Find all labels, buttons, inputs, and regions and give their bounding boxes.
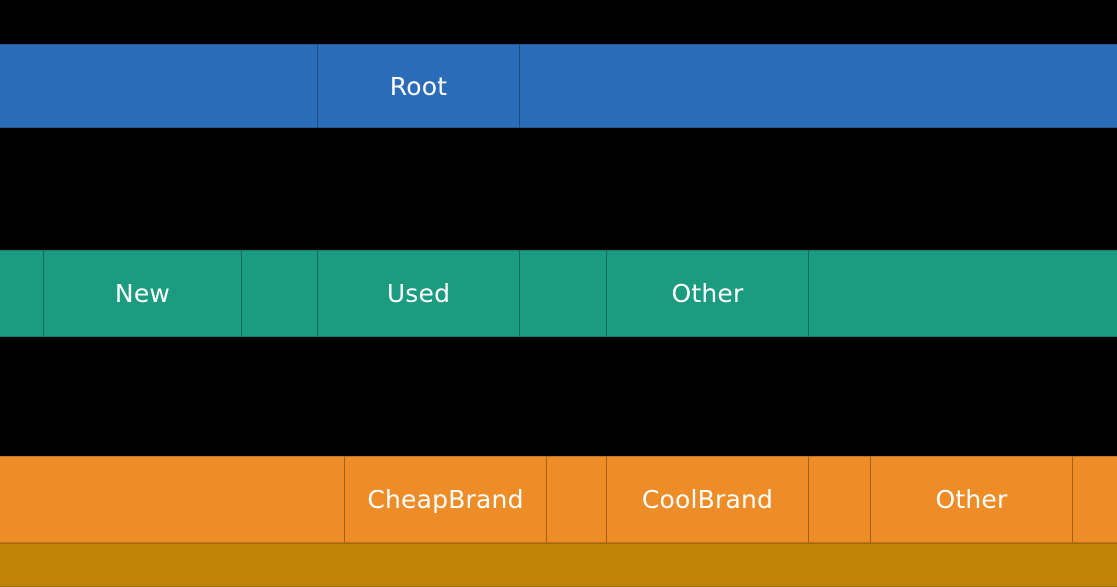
chart-level-leaf-level	[0, 543, 1117, 587]
chart-node-label: Root	[389, 71, 448, 101]
chart-node-unlabeled[interactable]	[520, 250, 607, 337]
chart-node-unlabeled[interactable]	[809, 456, 871, 543]
chart-node-label: Other	[935, 485, 1008, 514]
chart-level-root-level: Root	[0, 44, 1117, 128]
chart-node-used[interactable]: Used	[318, 250, 520, 337]
chart-node-label: Used	[386, 279, 451, 308]
chart-node-other[interactable]: Other	[607, 250, 809, 337]
chart-node-root[interactable]: Root	[318, 44, 520, 128]
chart-level-brand-level: CheapBrand CoolBrand Other	[0, 456, 1117, 543]
chart-node-unlabeled[interactable]	[242, 250, 318, 337]
chart-node-unlabeled[interactable]	[809, 250, 1117, 337]
chart-node-label: CheapBrand	[367, 485, 524, 514]
chart-node-unlabeled[interactable]	[0, 456, 345, 543]
chart-node-label: New	[114, 279, 171, 308]
chart-node-unlabeled[interactable]	[0, 250, 44, 337]
chart-node-unlabeled[interactable]	[520, 44, 1117, 128]
chart-node-unlabeled[interactable]	[547, 456, 607, 543]
chart-node-other[interactable]: Other	[871, 456, 1073, 543]
chart-node-new[interactable]: New	[44, 250, 242, 337]
chart-node-cheapbrand[interactable]: CheapBrand	[345, 456, 547, 543]
chart-node-unlabeled[interactable]	[0, 44, 318, 128]
chart-node-label: Other	[671, 279, 744, 308]
chart-node-label: CoolBrand	[641, 485, 774, 514]
chart-level-condition-level: New Used Other	[0, 250, 1117, 337]
chart-node-unlabeled[interactable]	[0, 543, 1117, 587]
chart-node-coolbrand[interactable]: CoolBrand	[607, 456, 809, 543]
chart-node-unlabeled[interactable]	[1073, 456, 1117, 543]
